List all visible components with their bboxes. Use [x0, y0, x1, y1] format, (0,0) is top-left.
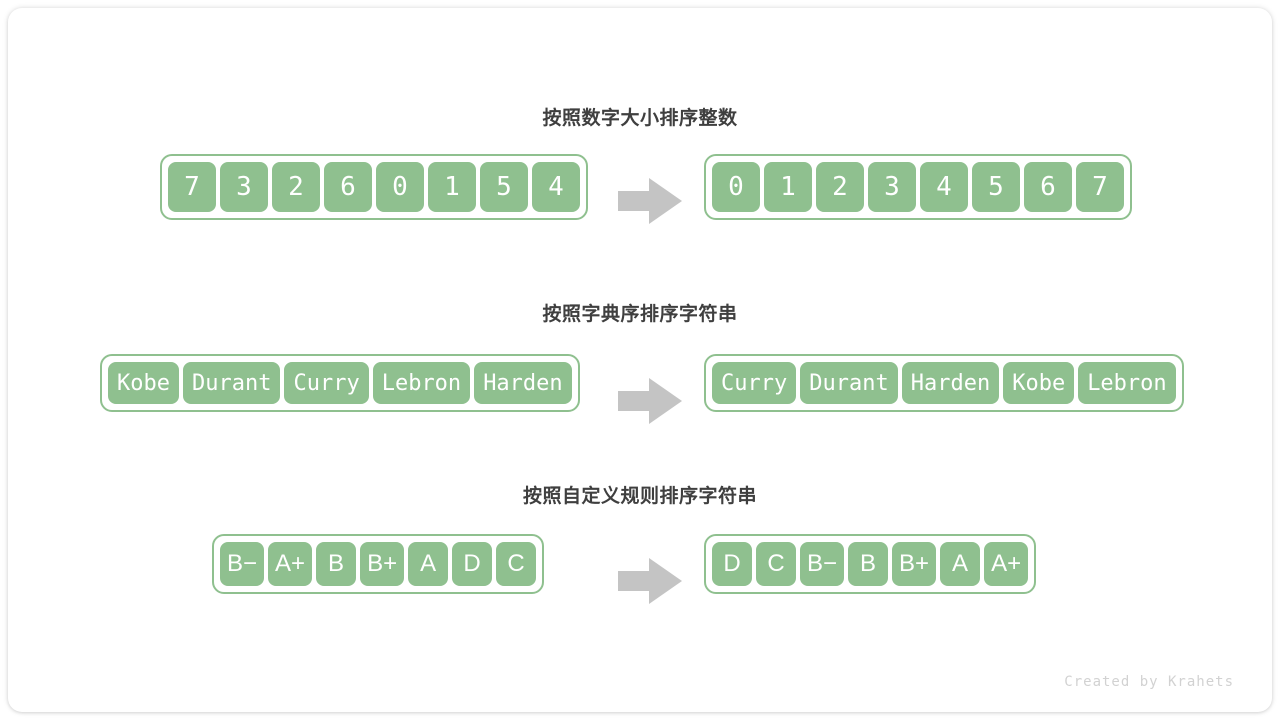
arrow-shaft: [618, 571, 652, 591]
right-arrow-icon: [618, 178, 682, 224]
array-cell: Harden: [472, 360, 574, 406]
arrow-head: [649, 378, 682, 424]
array-cell: B−: [218, 540, 267, 588]
array-cell: B: [846, 540, 891, 588]
array-cell: 1: [762, 160, 814, 214]
array-cell: Durant: [798, 360, 900, 406]
array-cell: 3: [218, 160, 270, 214]
arrow-shaft: [618, 191, 652, 211]
array-cell: B: [314, 540, 359, 588]
array-cell: Kobe: [1001, 360, 1077, 406]
array-cell: Lebron: [1076, 360, 1178, 406]
array-cell: 7: [1074, 160, 1126, 214]
array-cell: D: [710, 540, 754, 588]
right-arrow-icon: [618, 558, 682, 604]
array-cell: 0: [374, 160, 426, 214]
array-cell: Lebron: [370, 360, 473, 406]
array-cell: 6: [1022, 160, 1074, 214]
array-cell: A+: [266, 540, 315, 588]
array-cell: 4: [918, 160, 970, 214]
arrow-shaft: [618, 391, 652, 411]
array-cell: Curry: [710, 360, 799, 406]
array-cell: 5: [478, 160, 530, 214]
section-title: 按照自定义规则排序字符串: [522, 486, 757, 507]
array-cell: C: [494, 540, 539, 588]
array-cell: 3: [866, 160, 918, 214]
section-title: 按照字典序排序字符串: [542, 304, 738, 325]
array-cell: A: [406, 540, 451, 588]
array-cell: Kobe: [106, 360, 181, 406]
credit-text: Created by Krahets: [1064, 674, 1234, 690]
array-cell: B+: [890, 540, 939, 588]
array-cell: D: [450, 540, 495, 588]
array-cell: 2: [814, 160, 866, 214]
array-cell: B−: [798, 540, 847, 588]
array-cell: A+: [982, 540, 1031, 588]
array-cell: B+: [358, 540, 407, 588]
section-title: 按照数字大小排序整数: [542, 108, 738, 129]
array-cell: Curry: [282, 360, 371, 406]
array-cell: A: [938, 540, 983, 588]
array-cell: 7: [166, 160, 218, 214]
arrow-head: [649, 178, 682, 224]
array-cell: Harden: [899, 360, 1002, 406]
array-cell: 4: [530, 160, 582, 214]
arrow-head: [649, 558, 682, 604]
array-cell: 5: [970, 160, 1022, 214]
array-cell: 1: [426, 160, 478, 214]
array-cell: 6: [322, 160, 374, 214]
array-cell: 0: [710, 160, 762, 214]
right-arrow-icon: [618, 378, 682, 424]
array-cell: 2: [270, 160, 322, 214]
array-cell: Durant: [180, 360, 283, 406]
array-cell: C: [754, 540, 798, 588]
